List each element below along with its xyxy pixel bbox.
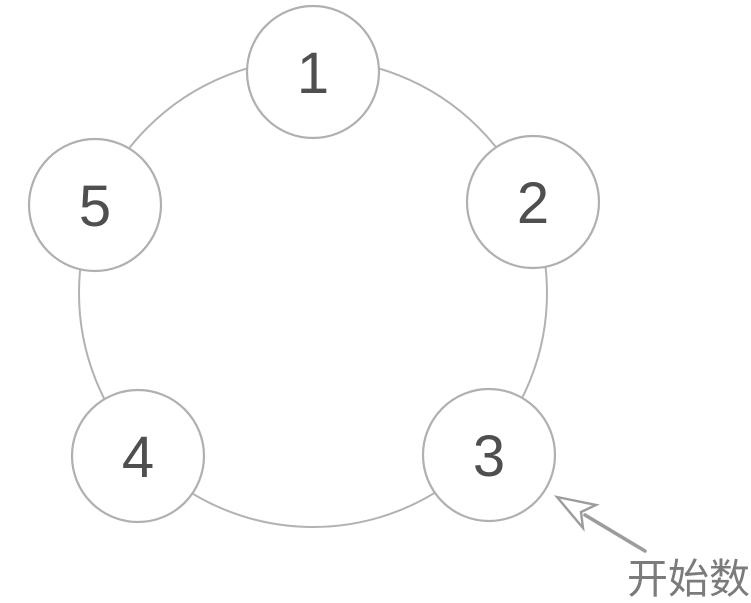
node-5: 5 (27, 137, 163, 273)
node-circle-3 (421, 387, 557, 523)
arrow-head-icon (553, 495, 600, 532)
node-1: 1 (245, 4, 381, 140)
node-circle-2 (465, 134, 601, 270)
node-label-1: 1 (297, 41, 329, 106)
node-label-3: 3 (473, 424, 505, 489)
node-label-5: 5 (79, 174, 111, 239)
node-label-2: 2 (517, 171, 549, 236)
node-circle-5 (27, 137, 163, 273)
node-label-4: 4 (122, 425, 154, 490)
arrow-shaft (583, 513, 647, 553)
node-circle-4 (70, 388, 206, 524)
start-arrow (553, 495, 647, 553)
annotation-start-counting: 开始数 (627, 556, 750, 602)
node-circle-1 (245, 4, 381, 140)
node-2: 2 (465, 134, 601, 270)
node-4: 4 (70, 388, 206, 524)
node-3: 3 (421, 387, 557, 523)
